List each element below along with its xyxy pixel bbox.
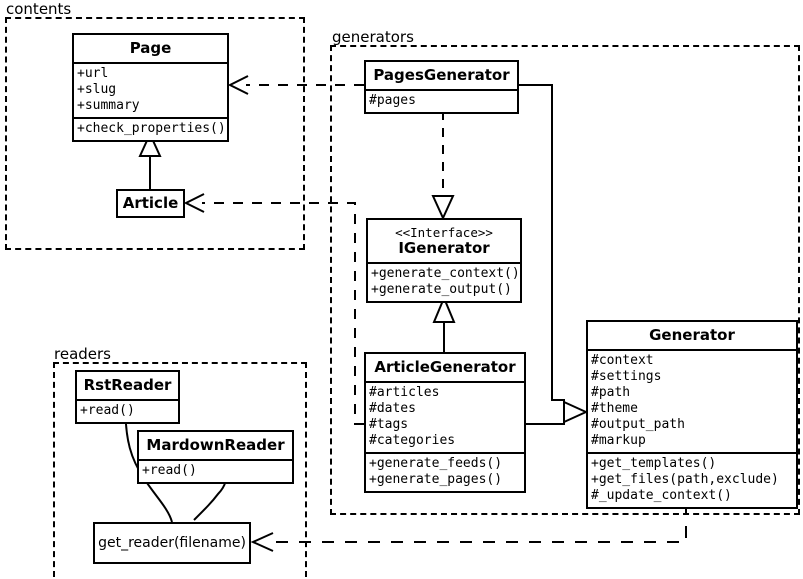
class-article-title: Article <box>122 194 179 212</box>
attribute-row: #theme <box>591 401 638 416</box>
class-igenerator-stereotype: <<Interface>> <box>395 225 493 240</box>
class-rstreader-title: RstReader <box>83 376 172 394</box>
class-page-title: Page <box>129 39 172 57</box>
class-mardownreader-title: MardownReader <box>146 436 285 454</box>
attribute-row: #settings <box>591 369 662 384</box>
class-page-attributes: +url +slug +summary <box>74 62 227 117</box>
class-igenerator[interactable]: <<Interface>> IGenerator +generate_conte… <box>366 218 522 303</box>
class-generator-title: Generator <box>649 326 735 344</box>
attribute-row: +summary <box>77 98 140 113</box>
method-row: +get_files(path,exclude) <box>591 472 779 487</box>
class-igenerator-methods: +generate_context() +generate_output() <box>368 262 520 301</box>
package-contents-label: contents <box>6 0 72 18</box>
class-igenerator-title: <<Interface>> IGenerator <box>368 220 520 262</box>
attribute-row: #pages <box>369 93 416 108</box>
package-readers <box>53 362 307 579</box>
class-generator-attributes: #context #settings #path #theme #output_… <box>588 349 796 452</box>
class-articlegenerator-attributes: #articles #dates #tags #categories <box>366 381 524 452</box>
attribute-row: +slug <box>77 82 117 97</box>
method-row: +generate_pages() <box>369 472 503 487</box>
attribute-row: #categories <box>369 433 456 448</box>
class-pagesgenerator[interactable]: PagesGenerator #pages <box>364 60 519 114</box>
class-rstreader-methods: +read() <box>77 399 178 422</box>
method-row: +generate_feeds() <box>369 456 503 471</box>
class-pagesgenerator-title: PagesGenerator <box>373 66 510 84</box>
method-row: +read() <box>80 403 135 418</box>
class-rstreader[interactable]: RstReader +read() <box>75 370 180 424</box>
method-row: +read() <box>142 463 197 478</box>
attribute-row: #articles <box>369 385 440 400</box>
attribute-row: #tags <box>369 417 409 432</box>
package-readers-label: readers <box>54 345 111 363</box>
class-generator-methods: +get_templates() +get_files(path,exclude… <box>588 452 796 507</box>
class-igenerator-name: IGenerator <box>398 239 490 257</box>
method-row: +generate_output() <box>371 282 512 297</box>
class-page-methods: +check_properties() <box>74 117 227 140</box>
method-row: +get_templates() <box>591 456 717 471</box>
attribute-row: #dates <box>369 401 416 416</box>
attribute-row: +url <box>77 66 109 81</box>
method-row: #_update_context() <box>591 488 732 503</box>
class-articlegenerator-title: ArticleGenerator <box>374 358 516 376</box>
package-contents <box>5 17 305 250</box>
class-articlegenerator[interactable]: ArticleGenerator #articles #dates #tags … <box>364 352 526 493</box>
class-article[interactable]: Article <box>116 189 185 218</box>
method-row: +check_properties() <box>77 121 226 136</box>
class-articlegenerator-methods: +generate_feeds() +generate_pages() <box>366 452 524 491</box>
class-mardownreader[interactable]: MardownReader +read() <box>137 430 294 484</box>
attribute-row: #markup <box>591 433 646 448</box>
class-page[interactable]: Page +url +slug +summary +check_properti… <box>72 33 229 142</box>
package-generators-label: generators <box>332 28 414 46</box>
function-get-reader[interactable]: get_reader(filename) <box>93 522 251 564</box>
method-row: +generate_context() <box>371 266 520 281</box>
attribute-row: #output_path <box>591 417 685 432</box>
function-get-reader-label: get_reader(filename) <box>98 535 246 551</box>
class-pagesgenerator-attributes: #pages <box>366 89 517 112</box>
class-mardownreader-methods: +read() <box>139 459 292 482</box>
attribute-row: #path <box>591 385 631 400</box>
attribute-row: #context <box>591 353 654 368</box>
class-generator[interactable]: Generator #context #settings #path #them… <box>586 320 798 509</box>
